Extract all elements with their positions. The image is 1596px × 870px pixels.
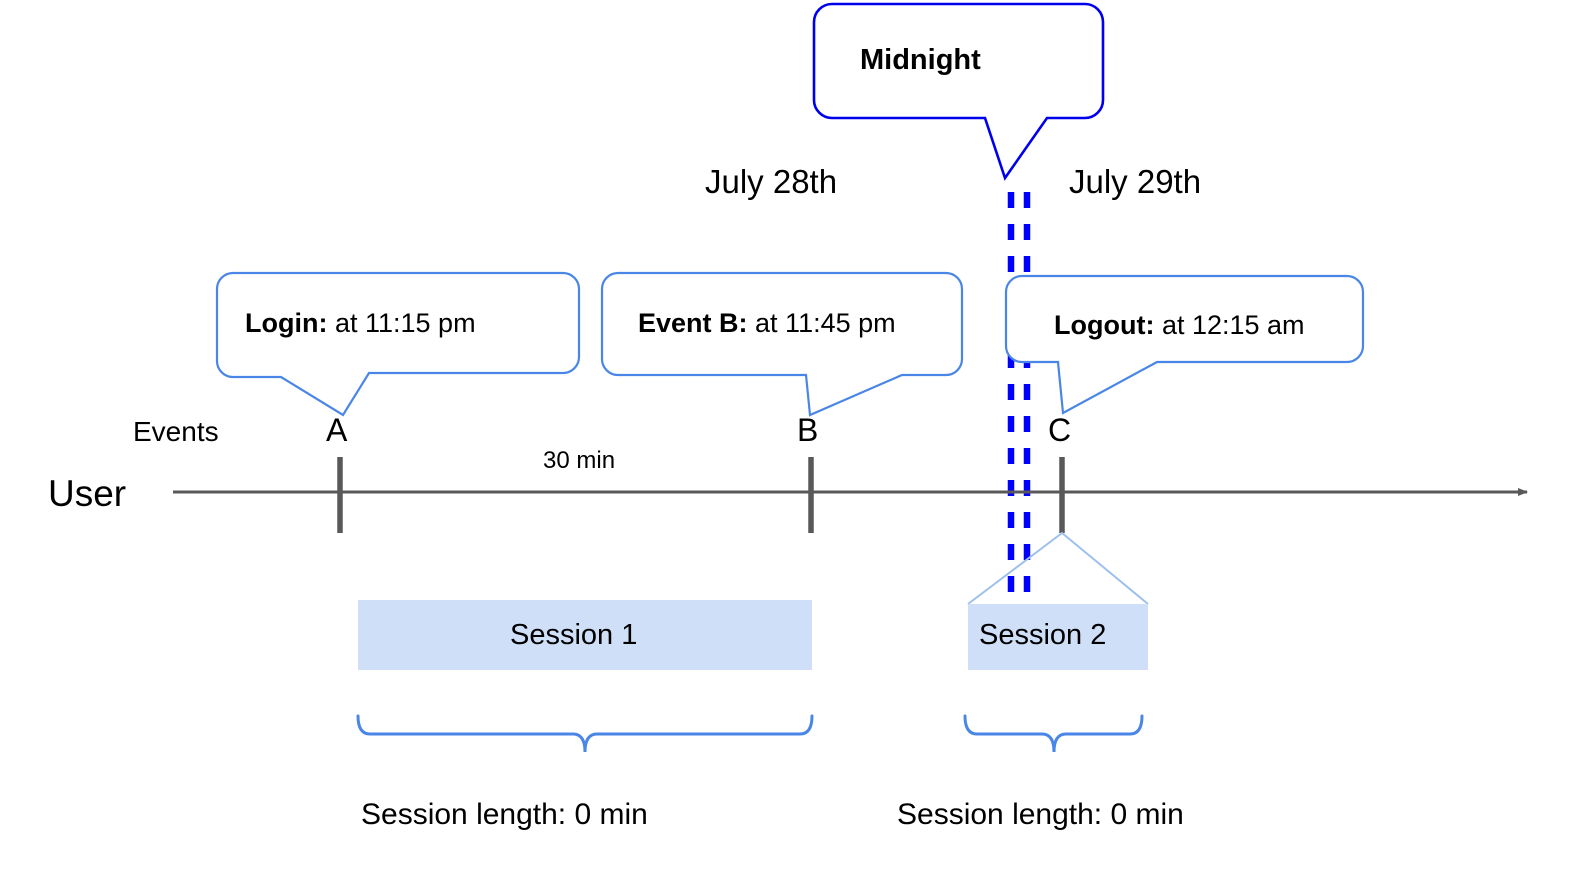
session-2-length-label: Session length: 0 min [897, 798, 1184, 831]
event-b-callout-bold: Event B: [638, 308, 748, 338]
session-1-brace [356, 714, 814, 753]
date-label-right: July 29th [1069, 163, 1202, 200]
interval-label-30min: 30 min [543, 447, 616, 474]
event-b-callout-text: Event B: at 11:45 pm [638, 310, 896, 337]
logout-callout-bold: Logout: [1054, 310, 1155, 340]
session-1-label: Session 1 [510, 619, 638, 651]
event-letter-c: C [1048, 412, 1072, 448]
login-callout-text: Login: at 11:15 pm [245, 310, 476, 337]
logout-callout [1004, 274, 1365, 415]
event-b-callout-rest: at 11:45 pm [747, 308, 896, 338]
user-track-label: User [48, 473, 127, 514]
session-2-label: Session 2 [979, 619, 1107, 651]
event-b-callout [600, 271, 964, 417]
midnight-callout [812, 2, 1105, 181]
logout-bubble [1004, 274, 1365, 415]
event-letter-a: A [326, 412, 348, 448]
login-callout [215, 271, 581, 417]
logout-callout-text: Logout: at 12:15 am [1054, 312, 1305, 339]
session-1-length-label: Session length: 0 min [361, 798, 648, 831]
logout-callout-rest: at 12:15 am [1154, 310, 1305, 340]
session-2-roof [967, 531, 1149, 605]
events-row-label: Events [133, 416, 219, 447]
session-2-block [968, 604, 1148, 670]
session-2-brace [963, 714, 1144, 753]
midnight-label: Midnight [860, 44, 981, 76]
date-label-left: July 28th [705, 163, 838, 200]
session-1-block [358, 600, 812, 670]
session-2-roof-lines [967, 531, 1149, 605]
login-callout-bold: Login: [245, 308, 328, 338]
midnight-dashed-lines [1007, 192, 1031, 598]
login-bubble [215, 271, 581, 417]
login-callout-rest: at 11:15 pm [327, 308, 476, 338]
midnight-bubble [812, 2, 1105, 181]
event-letter-b: B [797, 412, 819, 448]
event-b-bubble [600, 271, 964, 417]
